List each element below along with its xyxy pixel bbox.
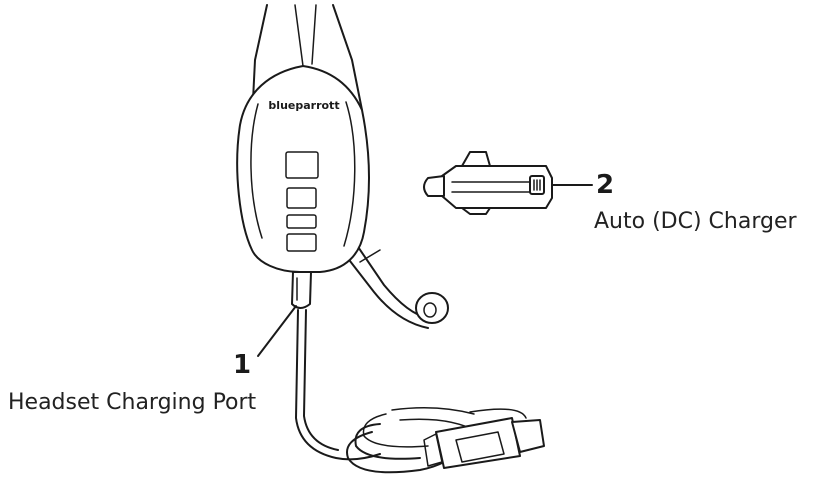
callout-2-number: 2 [596,170,615,200]
button-lower [286,214,317,229]
button-middle [286,187,317,209]
button-top [285,151,319,179]
ear-cup: blueparrott [236,65,371,273]
callout-1-text: Headset Charging Port [8,390,257,415]
usb-plug [423,417,545,469]
blueparrott-logo: blueparrott [268,99,339,112]
callout-2-text: Auto (DC) Charger [594,209,797,234]
charging-port [291,271,312,309]
auto-dc-charger [423,151,553,215]
callout-1-number: 1 [233,350,252,380]
leader-line-1 [257,305,297,357]
boom-microphone [342,237,449,329]
button-bottom [286,233,317,252]
